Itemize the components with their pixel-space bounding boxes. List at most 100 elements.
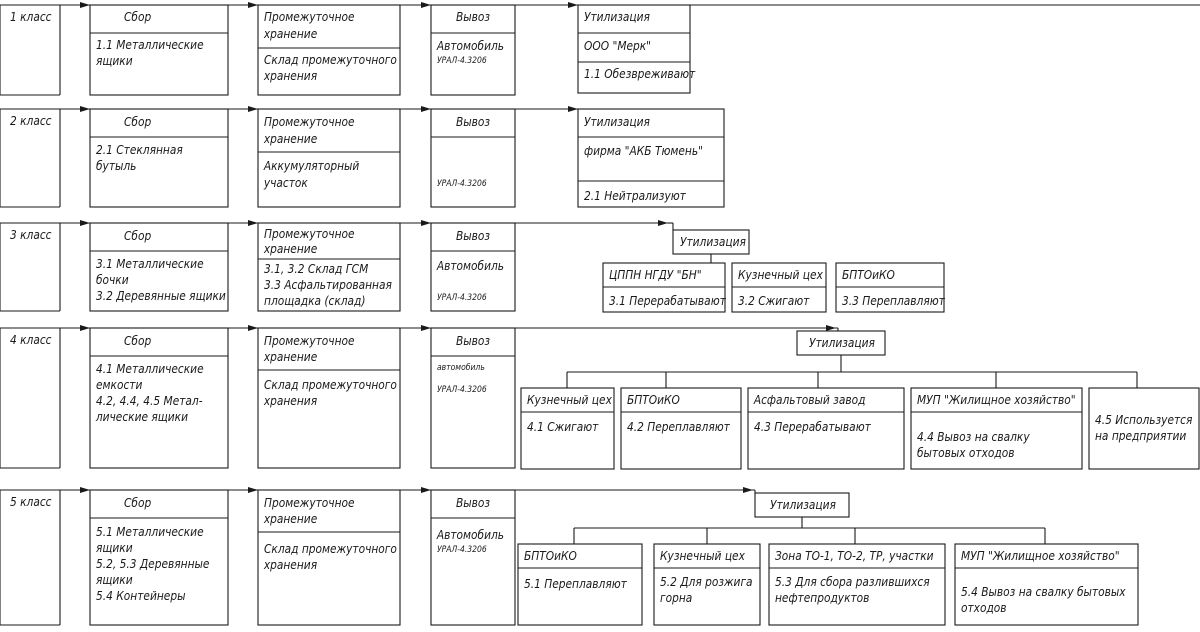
util-item-action: 4.5 Используется (1095, 412, 1192, 427)
vehicle-label: Автомобиль (436, 38, 504, 53)
util-box: Утилизация фирма "АКБ Тюмень" 2.1 Нейтра… (577, 108, 725, 208)
sbor-line: ящики (96, 540, 133, 555)
storage-title: Промежуточное (264, 114, 355, 129)
util-item: БПТОиКО 5.1 Переплавляют (517, 543, 643, 626)
util-item-action: на предприятии (1095, 428, 1187, 443)
vyvoz-box: Вывоз Автомобиль УРАЛ-4.3206 (430, 489, 516, 626)
vyvoz-box: Вывоз автомобиль УРАЛ-4.3206 (430, 327, 516, 469)
util-item: Кузнечный цех 4.1 Сжигают (520, 387, 615, 470)
storage-title: хранение (263, 349, 317, 364)
util-item-action: отходов (961, 600, 1007, 615)
util-action: 1.1 Обезвреживают (584, 66, 696, 81)
util-item: Асфальтовый завод 4.3 Перерабатывают (747, 387, 905, 470)
vyvoz-title: Вывоз (456, 114, 490, 129)
vyvoz-box: Вывоз Автомобиль УРАЛ-4.3206 (430, 222, 516, 312)
util-item: МУП "Жилищное хозяйство" 4.4 Вывоз на св… (910, 387, 1083, 470)
sbor-line: 5.2, 5.3 Деревянные (96, 556, 209, 571)
util-action: 2.1 Нейтрализуют (584, 188, 687, 203)
class-label: 1 класс (10, 9, 52, 24)
arrow-to-sbor (80, 2, 90, 8)
storage-box: Промежуточное хранение Склад промежуточн… (257, 327, 401, 469)
sbor-box: Сбор 1.1 Металлические ящики (89, 4, 229, 96)
class-label: 5 класс (10, 494, 52, 509)
sbor-title: Сбор (124, 333, 151, 348)
util-item-org: МУП "Жилищное хозяйство" (917, 392, 1076, 407)
util-item: МУП "Жилищное хозяйство" 5.4 Вывоз на св… (954, 543, 1139, 626)
util-header-label: Утилизация (680, 234, 746, 249)
sbor-line: бутыль (96, 158, 136, 173)
sbor-line: 3.2 Деревянные ящики (96, 288, 226, 303)
vehicle-label: Автомобиль (436, 527, 504, 542)
sbor-line: бочки (96, 272, 129, 287)
util-item-org: БПТОиКО (842, 267, 895, 282)
arrow-to-storage (248, 487, 258, 493)
storage-title: хранение (263, 241, 317, 256)
vehicle-label: Автомобиль (436, 258, 504, 273)
util-org: фирма "АКБ Тюмень" (584, 143, 703, 158)
row-class-5: 5 класс Сбор 5.1 Металлические ящики 5.2… (0, 487, 1139, 626)
storage-line: хранения (263, 393, 317, 408)
arrow-to-sbor (80, 106, 90, 112)
vehicle-model: УРАЛ-4.3206 (437, 383, 487, 394)
sbor-line: ящики (96, 572, 133, 587)
sbor-title: Сбор (124, 9, 151, 24)
vehicle-model: УРАЛ-4.3206 (437, 543, 487, 554)
storage-line: Склад промежуточного (264, 52, 397, 67)
util-item: ЦППН НГДУ "БН" 3.1 Перерабатывают (602, 262, 727, 313)
util-item-action: 4.1 Сжигают (527, 419, 599, 434)
arrow-to-util (658, 220, 668, 226)
row-class-3: 3 класс Сбор 3.1 Металлические бочки 3.2… (0, 220, 946, 313)
arrow-to-vyvoz (421, 487, 431, 493)
util-item-org: БПТОиКО (524, 548, 577, 563)
arrow-to-vyvoz (421, 2, 431, 8)
sbor-line: лические ящики (95, 409, 189, 424)
storage-line: 3.3 Асфальтированная (264, 277, 392, 292)
vyvoz-box: Вывоз УРАЛ-4.3206 (430, 108, 516, 208)
sbor-title: Сбор (124, 114, 151, 129)
util-item-action: 3.2 Сжигают (738, 293, 810, 308)
arrow-to-util (568, 106, 578, 112)
util-header-label: Утилизация (770, 497, 836, 512)
util-item-action: 5.1 Переплавляют (524, 576, 628, 591)
storage-title: хранение (263, 511, 317, 526)
arrow-to-storage (248, 106, 258, 112)
arrow-to-sbor (80, 220, 90, 226)
vyvoz-title: Вывоз (456, 9, 490, 24)
util-item: БПТОиКО 3.3 Переплавляют (835, 262, 946, 313)
sbor-line: 4.2, 4.4, 4.5 Метал- (96, 393, 203, 408)
util-item-org: Кузнечный цех (660, 548, 745, 563)
storage-title: хранение (263, 26, 317, 41)
sbor-title: Сбор (124, 228, 151, 243)
vehicle-model: УРАЛ-4.3206 (437, 291, 487, 302)
storage-title: Промежуточное (264, 9, 355, 24)
util-item-action: бытовых отходов (917, 445, 1015, 460)
storage-box: Промежуточное хранение Склад промежуточн… (257, 489, 401, 626)
arrow-to-vyvoz (421, 220, 431, 226)
storage-line: 3.1, 3.2 Склад ГСМ (264, 261, 368, 276)
vehicle-model: УРАЛ-4.3206 (437, 177, 487, 188)
util-item-org: Зона ТО-1, ТО-2, ТР, участки (775, 548, 934, 563)
util-header: Утилизация (672, 229, 750, 255)
arrow-to-util (826, 325, 836, 331)
util-item: Кузнечный цех 5.2 Для розжига горна (653, 543, 761, 626)
sbor-line: ящики (96, 53, 133, 68)
util-item-action: 5.2 Для розжига (660, 574, 753, 589)
util-item-org: ЦППН НГДУ "БН" (609, 267, 702, 282)
util-item-action: 5.3 Для сбора разлившихся (775, 574, 930, 589)
class-label: 3 класс (10, 227, 52, 242)
sbor-line: 4.1 Металлические (96, 361, 204, 376)
arrow-to-sbor (80, 325, 90, 331)
util-item-org: Кузнечный цех (527, 392, 612, 407)
sbor-box: Сбор 4.1 Металлические емкости 4.2, 4.4,… (89, 327, 229, 469)
sbor-line: 5.1 Металлические (96, 524, 204, 539)
storage-title: Промежуточное (264, 333, 355, 348)
sbor-title: Сбор (124, 495, 151, 510)
storage-box: Промежуточное хранение Аккумуляторный уч… (257, 108, 401, 208)
util-org: ООО "Мерк" (584, 38, 651, 53)
storage-line: Склад промежуточного (264, 541, 397, 556)
sbor-line: 1.1 Металлические (96, 37, 204, 52)
util-item: БПТОиКО 4.2 Переплавляют (620, 387, 742, 470)
storage-title: Промежуточное (264, 226, 355, 241)
vehicle-label: автомобиль (437, 361, 485, 372)
